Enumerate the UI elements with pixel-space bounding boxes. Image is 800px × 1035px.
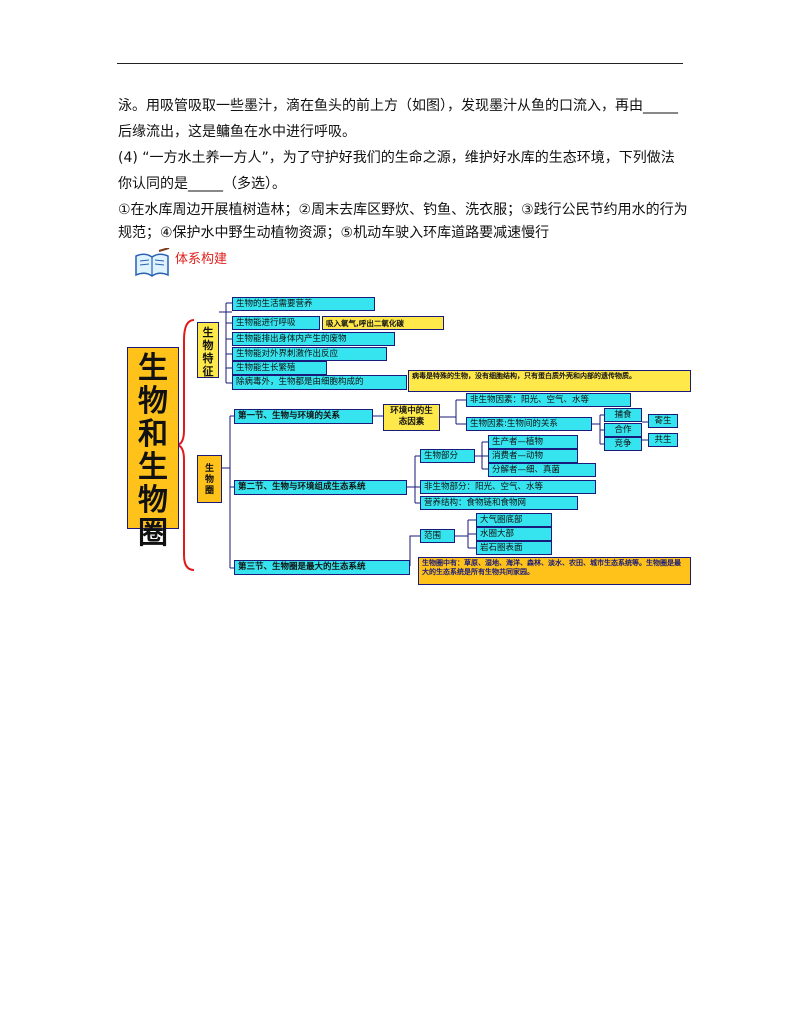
biosphere-label: 生物圈 [197, 455, 222, 503]
options-line-1: ①在水库周边开展植树造林；②周末去库区野炊、钓鱼、洗衣服；③践行公民节约用水的行… [118, 202, 688, 218]
text-line-2: 后缘流出，这是鳙鱼在水中进行呼吸。 [118, 124, 356, 140]
features-label: 生物特征 [197, 322, 219, 378]
feature-item: 生物能进行呼吸 [232, 316, 320, 330]
root-title: 生物和生物圈 [127, 347, 179, 550]
section3-label: 第三节、生物圈是最大的生态系统 [234, 560, 410, 575]
feature-item: 生物能生长繁殖 [232, 361, 327, 375]
feature-item: 除病毒外，生物都是由细胞构成的 [232, 375, 407, 390]
book-icon [135, 248, 170, 277]
question-4-line-1: (4) “一方水土养一方人”，为了守护好我们的生命之源，维护好水库的生态环境，下… [118, 150, 675, 166]
scope-item: 大气圈底部 [476, 513, 552, 527]
question-4-line-2: 你认同的是_____（多选）。 [118, 176, 286, 192]
virus-note: 病毒是特殊的生物，没有细胞结构，只有蛋白质外壳和内部的遗传物质。 [408, 370, 691, 392]
feature-item: 生物能排出身体内产生的废物 [232, 332, 395, 346]
env-factors: 环境中的生态因素 [383, 404, 440, 431]
scope-label: 范围 [420, 529, 455, 543]
biosphere-note: 生物圈中有：草原、湿地、海洋、森林、淡水、农田、城市生态系统等。生物圈是最大的生… [418, 557, 691, 585]
scope-item: 水圈大部 [476, 527, 552, 541]
section2-label: 第二节、生物与环境组成生态系统 [234, 480, 407, 495]
nutrition-structure: 营养结构：食物链和食物网 [420, 496, 578, 510]
role-item: 消费者—动物 [488, 449, 578, 463]
feature-item: 生物的生活需要营养 [232, 297, 375, 311]
other-relation: 寄生 [648, 414, 678, 428]
breath-note: 吸入氧气,呼出二氧化碳 [322, 316, 444, 330]
relation-item: 捕食 [604, 408, 642, 422]
role-item: 分解者—细、真菌 [488, 463, 596, 477]
abiotic-factors: 非生物因素：阳光、空气、水等 [466, 393, 631, 407]
feature-item: 生物能对外界刺激作出反应 [232, 347, 387, 361]
text-line-1: 泳。用吸管吸取一些墨汁，滴在鱼头的前上方（如图），发现墨汁从鱼的口流入，再由__… [118, 98, 678, 114]
section1-label: 第一节、生物与环境的关系 [234, 409, 373, 424]
relation-item: 合作 [604, 423, 642, 437]
relation-item: 竞争 [604, 437, 642, 451]
options-line-2: 规范；④保护水中野生动植物资源；⑤机动车驶入环库道路要减速慢行 [118, 225, 550, 241]
role-item: 生产者—植物 [488, 435, 578, 449]
scope-item: 岩石圈表面 [476, 541, 552, 555]
other-relation: 共生 [648, 433, 678, 447]
header-rule [117, 63, 683, 64]
abio-part: 非生物部分：阳光、空气、水等 [420, 480, 596, 494]
biotic-factors: 生物因素:生物间的关系 [466, 417, 592, 431]
bio-part: 生物部分 [420, 449, 475, 463]
section-title: 体系构建 [175, 252, 228, 267]
